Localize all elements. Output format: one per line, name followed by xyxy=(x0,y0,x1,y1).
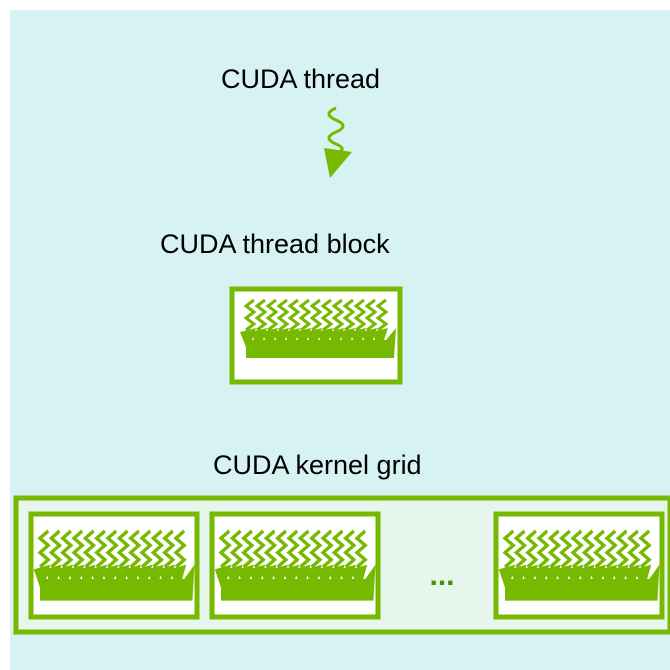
single-thread-icon xyxy=(324,106,352,178)
ellipsis: ... xyxy=(429,559,454,592)
thread-block xyxy=(229,286,403,385)
grid-block-2 xyxy=(209,511,381,620)
grid-block-1 xyxy=(28,511,200,620)
kernel-grid: ... xyxy=(13,495,670,635)
cuda-thread-block-label: CUDA thread block xyxy=(160,229,390,259)
cuda-kernel-grid-label: CUDA kernel grid xyxy=(213,450,422,480)
grid-block-n xyxy=(493,511,665,620)
cuda-thread-label: CUDA thread xyxy=(221,64,381,94)
